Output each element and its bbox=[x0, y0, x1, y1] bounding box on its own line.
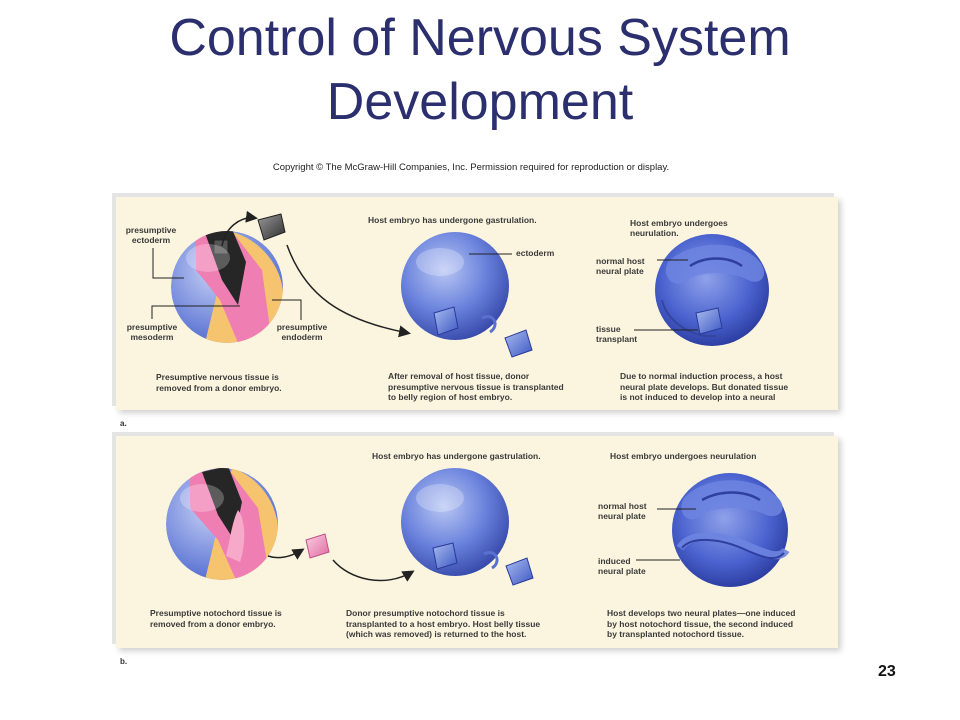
label-normal-host-neural-plate-b: normal host neural plate bbox=[598, 501, 668, 521]
page-number: 23 bbox=[878, 663, 896, 681]
caption-b-3: Host develops two neural plates—one indu… bbox=[607, 608, 837, 640]
label-normal-host-neural-plate-a: normal host neural plate bbox=[596, 256, 666, 276]
transplant-arrow-a bbox=[287, 245, 408, 333]
host-embryo-gastrulation-a bbox=[401, 232, 509, 340]
caption-b-1: Presumptive notochord tissue is removed … bbox=[150, 608, 325, 629]
label-host-gastrulation-b: Host embryo has undergone gastrulation. bbox=[372, 451, 582, 461]
donor-embryo-b bbox=[166, 466, 278, 580]
label-tissue-transplant: tissue transplant bbox=[596, 324, 666, 344]
transplant-arrow-b bbox=[333, 560, 412, 581]
caption-b-2: Donor presumptive notochord tissue is tr… bbox=[346, 608, 591, 640]
label-host-neurulation-b: Host embryo undergoes neurulation bbox=[610, 451, 800, 461]
host-embryo-neurulation-b bbox=[672, 473, 788, 587]
host-belly-tissue-b bbox=[506, 558, 533, 585]
label-ectoderm: ectoderm bbox=[516, 248, 554, 258]
removed-notochord-piece bbox=[306, 534, 329, 558]
panel-b-tag: b. bbox=[120, 657, 127, 666]
removal-arrow-b bbox=[268, 550, 302, 558]
removed-neural-tissue-piece bbox=[258, 214, 285, 240]
host-embryo-neurulation-a bbox=[655, 234, 769, 346]
removed-host-tissue-a bbox=[505, 330, 532, 357]
caption-a-1: Presumptive nervous tissue is removed fr… bbox=[156, 372, 326, 393]
host-embryo-gastrulation-b bbox=[401, 468, 509, 576]
caption-a-3: Due to normal induction process, a host … bbox=[620, 371, 830, 403]
label-induced-neural-plate: induced neural plate bbox=[598, 556, 668, 576]
label-host-neurulation-a: Host embryo undergoes neurulation. bbox=[630, 218, 790, 238]
label-presumptive-mesoderm: presumptive mesoderm bbox=[116, 322, 188, 342]
label-presumptive-endoderm: presumptive endoderm bbox=[266, 322, 338, 342]
label-presumptive-ectoderm: presumptive ectoderm bbox=[118, 225, 184, 245]
caption-a-2: After removal of host tissue, donor pres… bbox=[388, 371, 603, 403]
label-host-gastrulation-a: Host embryo has undergone gastrulation. bbox=[368, 215, 578, 225]
panel-a-tag: a. bbox=[120, 419, 127, 428]
